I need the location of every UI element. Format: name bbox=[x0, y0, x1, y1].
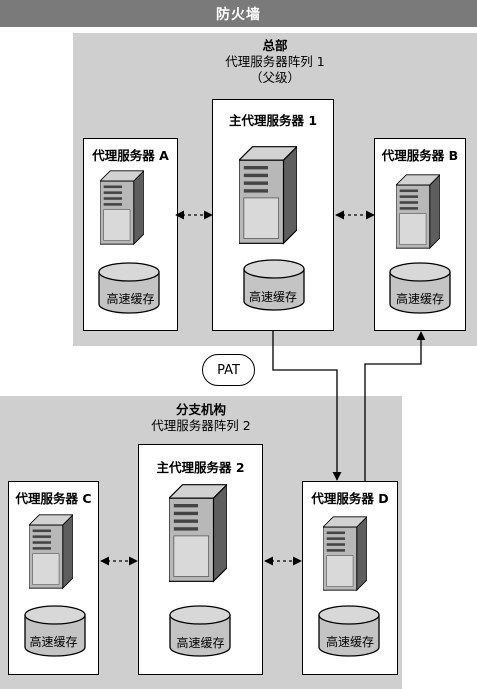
proxy-server-d-label: 代理服务器 D bbox=[311, 491, 389, 506]
branch-title-block: 分支机构 代理服务器阵列 2 bbox=[0, 402, 402, 434]
cache-label: 高速缓存 bbox=[176, 636, 225, 650]
parent-proxy-server-2: 主代理服务器 2 高速缓存 bbox=[138, 444, 263, 675]
cache-label: 高速缓存 bbox=[325, 635, 374, 649]
cache-label: 高速缓存 bbox=[248, 290, 297, 304]
link-d-to-b bbox=[364, 331, 426, 481]
proxy-server-a-label: 代理服务器 A bbox=[92, 148, 169, 163]
proxy-server-d: 代理服务器 D 高速缓存 bbox=[302, 481, 398, 675]
branch-subtitle: 代理服务器阵列 2 bbox=[151, 418, 251, 433]
hq-title-block: 总部 代理服务器阵列 1 （父级） bbox=[73, 38, 477, 86]
cache-label: 高速缓存 bbox=[106, 292, 155, 306]
pat-badge: PAT bbox=[202, 354, 255, 386]
parent-proxy-server-1: 主代理服务器 1 高速缓存 bbox=[212, 99, 334, 331]
firewall-bar: 防火墙 bbox=[0, 0, 477, 27]
link-parent1-to-d bbox=[272, 331, 342, 481]
proxy-server-b: 代理服务器 B 高速缓存 bbox=[374, 138, 466, 331]
firewall-label: 防火墙 bbox=[216, 6, 261, 23]
proxy-server-b-label: 代理服务器 B bbox=[381, 148, 459, 163]
proxy-server-a: 代理服务器 A 高速缓存 bbox=[83, 138, 178, 331]
hq-title: 总部 bbox=[262, 38, 288, 53]
parent-proxy-server-1-label: 主代理服务器 1 bbox=[228, 113, 318, 128]
cache-label: 高速缓存 bbox=[29, 635, 78, 649]
cache-label: 高速缓存 bbox=[395, 292, 444, 306]
parent-proxy-server-2-label: 主代理服务器 2 bbox=[156, 460, 245, 475]
hq-subtitle: 代理服务器阵列 1 bbox=[225, 54, 325, 69]
proxy-server-c-label: 代理服务器 C bbox=[15, 491, 92, 506]
hq-note: （父级） bbox=[249, 70, 300, 85]
proxy-server-c: 代理服务器 C 高速缓存 bbox=[8, 481, 99, 675]
pat-label: PAT bbox=[217, 362, 240, 378]
branch-title: 分支机构 bbox=[175, 402, 226, 417]
